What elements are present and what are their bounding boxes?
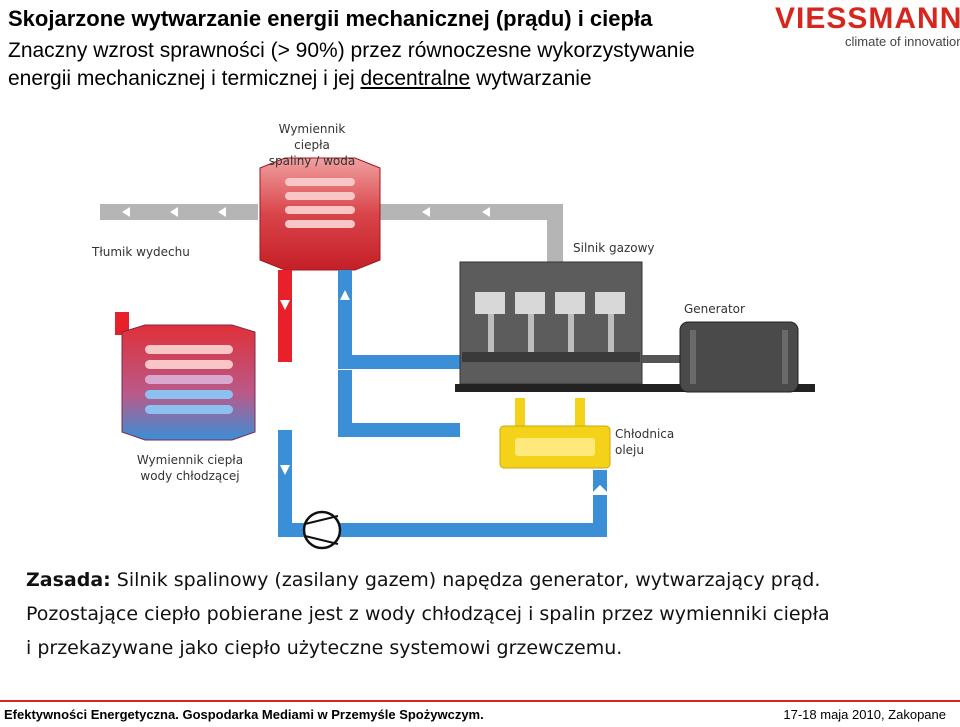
slide-subtitle: Znaczny wzrost sprawności (> 90%) przez … [8, 37, 728, 93]
oil-cooler [499, 398, 611, 469]
label-coolant-exchanger: Wymiennik ciepła wody chłodzącej [135, 452, 245, 484]
flow-arrow-icon [218, 207, 226, 217]
subtitle-underlined: decentralne [360, 67, 471, 90]
footer-left-text: Efektywności Energetyczna. Gospodarka Me… [4, 707, 484, 722]
flow-arrow-icon [280, 300, 290, 310]
label-oil-cooler: Chłodnica oleju [615, 426, 674, 458]
flow-arrow-icon [280, 465, 290, 475]
gas-engine [455, 261, 815, 392]
subtitle-text-2: wytwarzanie [470, 67, 592, 90]
footer-right-text: 17-18 maja 2010, Zakopane [783, 707, 946, 722]
coolant-heat-exchanger [121, 324, 256, 441]
label-line: oleju [615, 443, 644, 457]
flow-arrow-icon [122, 207, 130, 217]
principle-line-3: i przekazywane jako ciepło użyteczne sys… [26, 637, 623, 659]
label-line: Wymiennik ciepła [278, 122, 346, 152]
exhaust-pipe [100, 204, 563, 262]
viessmann-logo: VIESSMANN climate of innovation [775, 2, 960, 50]
label-line: spaliny / woda [268, 154, 356, 168]
label-exhaust-exchanger: Wymiennik ciepła spaliny / woda [266, 121, 358, 169]
label-line: wody chłodzącej [140, 469, 240, 483]
logo-tagline: climate of innovation [845, 34, 960, 49]
label-line: Chłodnica [615, 427, 675, 441]
cold-water-pipes [278, 270, 610, 537]
slide-title: Skojarzone wytwarzanie energii mechanicz… [8, 6, 653, 31]
logo-wordmark: VIESSMANN [775, 2, 960, 35]
exhaust-heat-exchanger [259, 157, 381, 271]
principle-label: Zasada: [26, 569, 111, 591]
label-gas-engine: Silnik gazowy [573, 241, 655, 255]
label-generator: Generator [684, 302, 745, 316]
flow-arrow-icon [170, 207, 178, 217]
label-muffler: Tłumik wydechu [92, 245, 190, 259]
flow-arrow-icon [340, 290, 350, 300]
principle-line-1: Silnik spalinowy (zasilany gazem) napędz… [110, 569, 821, 591]
principle-text: Zasada: Silnik spalinowy (zasilany gazem… [26, 563, 946, 665]
principle-line-2: Pozostające ciepło pobierane jest z wody… [26, 603, 830, 625]
label-line: Wymiennik ciepła [136, 453, 244, 467]
footer-bar: Efektywności Energetyczna. Gospodarka Me… [0, 700, 960, 727]
generator [642, 321, 799, 393]
flow-arrow-icon [590, 485, 610, 495]
pump-icon [302, 510, 342, 550]
hot-water-pipes [115, 270, 292, 362]
chp-diagram [100, 157, 815, 550]
flow-arrow-icon [422, 207, 430, 217]
flow-arrow-icon [482, 207, 490, 217]
subtitle-text-1: Znaczny wzrost sprawności (> 90%) przez … [8, 39, 695, 90]
